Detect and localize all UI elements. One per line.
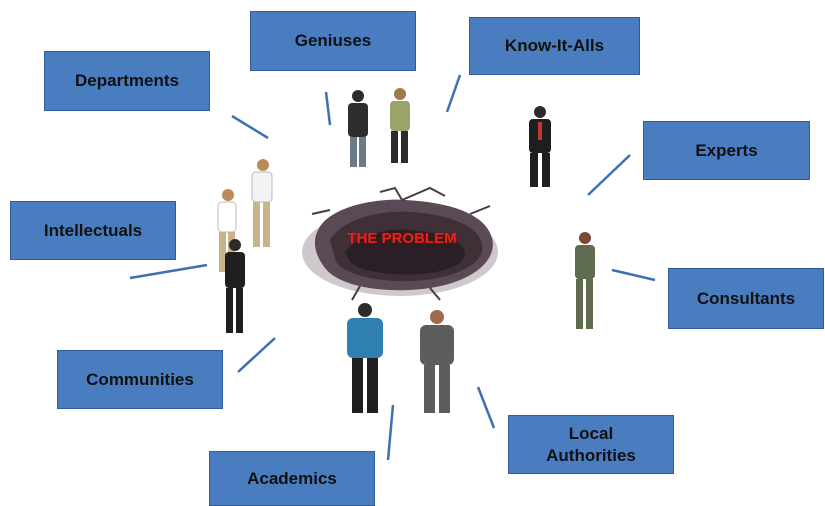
figure-consultant xyxy=(575,232,595,329)
label-departments: Departments xyxy=(44,51,210,111)
connector-experts xyxy=(587,154,631,196)
connector-intellectuals xyxy=(129,263,208,280)
people-figures xyxy=(217,88,595,413)
connector-consultants xyxy=(611,268,656,282)
problem-hole-illustration xyxy=(302,186,498,301)
label-experts: Experts xyxy=(643,121,810,180)
figure-local-authority xyxy=(420,310,454,413)
label-academics: Academics xyxy=(209,451,375,506)
label-intellectuals: Intellectuals xyxy=(10,201,176,260)
figure-know-it-all xyxy=(529,106,551,187)
label-local-authorities: Local Authorities xyxy=(508,415,674,474)
label-consultants: Consultants xyxy=(668,268,824,329)
connector-academics xyxy=(386,404,395,461)
figure-department-1 xyxy=(251,159,273,247)
figure-community-1 xyxy=(225,239,245,333)
connector-departments xyxy=(231,114,269,140)
connector-geniuses xyxy=(324,91,332,126)
problem-label: THE PROBLEM xyxy=(347,230,457,247)
figure-academic xyxy=(347,303,383,413)
connector-local-authorities xyxy=(476,386,496,429)
connector-know-it-alls xyxy=(445,74,462,113)
label-communities: Communities xyxy=(57,350,223,409)
figure-genius-1 xyxy=(348,90,368,167)
label-geniuses: Geniuses xyxy=(250,11,416,71)
connector-lines xyxy=(129,74,656,461)
connector-communities xyxy=(237,337,276,373)
label-know-it-alls: Know-It-Alls xyxy=(469,17,640,75)
figure-genius-2 xyxy=(390,88,410,163)
